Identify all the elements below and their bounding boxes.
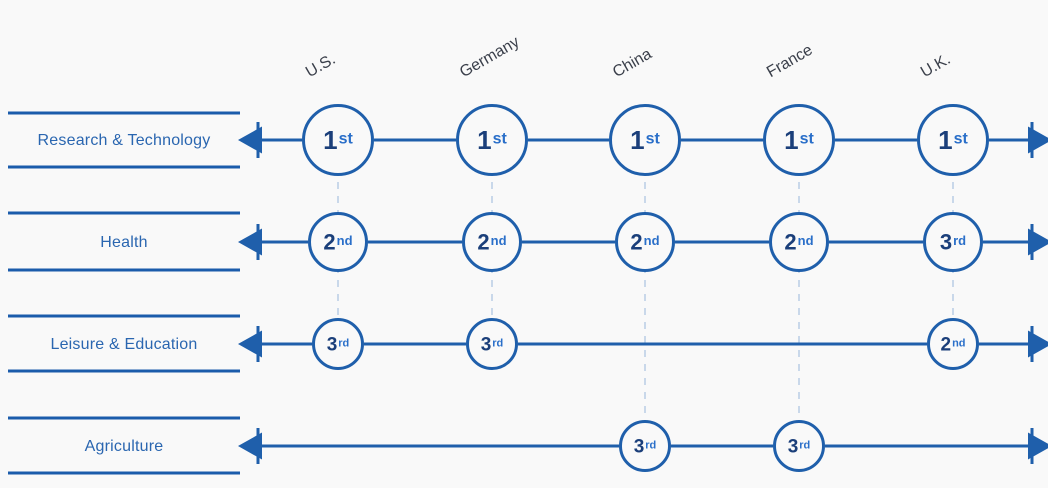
rank-marker[interactable]: 2nd	[615, 212, 675, 272]
rank-marker[interactable]: 1st	[302, 104, 374, 176]
chart-row-4: 3rd 3rd	[238, 420, 1048, 472]
rank-label: 3rd	[327, 335, 350, 356]
rank-circle	[923, 212, 983, 272]
rank-label: 2nd	[630, 230, 659, 255]
rank-circle	[312, 318, 364, 370]
chart-row-1: 1st 1st 1st 1st 1st	[238, 104, 1048, 176]
rank-label: 3rd	[634, 437, 657, 458]
rank-circle	[302, 104, 374, 176]
rank-marker[interactable]: 1st	[456, 104, 528, 176]
rank-marker[interactable]: 3rd	[773, 420, 825, 472]
rank-label: 1st	[938, 125, 968, 155]
rank-label: 3rd	[788, 437, 811, 458]
rank-circle	[462, 212, 522, 272]
rank-circle	[763, 104, 835, 176]
rank-label: 1st	[784, 125, 814, 155]
rank-label: 3rd	[481, 335, 504, 356]
chart-row-3: 3rd 3rd 2nd	[238, 318, 1048, 370]
rank-label: 2nd	[940, 335, 965, 356]
rank-circle	[773, 420, 825, 472]
rank-marker[interactable]: 1st	[609, 104, 681, 176]
rank-circle	[927, 318, 979, 370]
rank-marker[interactable]: 2nd	[927, 318, 979, 370]
chart-row-2: 2nd 2nd 2nd 2nd 3rd	[238, 212, 1048, 272]
rank-label: 2nd	[477, 230, 506, 255]
rank-marker[interactable]: 2nd	[769, 212, 829, 272]
rank-marker[interactable]: 2nd	[462, 212, 522, 272]
rank-circle	[619, 420, 671, 472]
rank-circle	[466, 318, 518, 370]
rank-circle	[615, 212, 675, 272]
rank-label: 3rd	[940, 230, 966, 255]
row-label-1: Research & Technology	[37, 131, 211, 149]
rank-marker[interactable]: 3rd	[312, 318, 364, 370]
row-label-2: Health	[100, 233, 148, 251]
row-label-3: Leisure & Education	[50, 335, 198, 353]
rank-circle	[769, 212, 829, 272]
rank-marker[interactable]: 3rd	[619, 420, 671, 472]
row-label-4: Agriculture	[84, 437, 164, 455]
rank-marker[interactable]: 3rd	[466, 318, 518, 370]
rank-label: 1st	[323, 125, 353, 155]
rank-marker[interactable]: 3rd	[923, 212, 983, 272]
rank-circle	[456, 104, 528, 176]
rank-label: 2nd	[784, 230, 813, 255]
rank-circle	[308, 212, 368, 272]
rank-label: 1st	[477, 125, 507, 155]
rank-marker[interactable]: 1st	[917, 104, 989, 176]
rank-marker[interactable]: 1st	[763, 104, 835, 176]
rank-circle	[917, 104, 989, 176]
rank-marker[interactable]: 2nd	[308, 212, 368, 272]
rank-label: 2nd	[323, 230, 352, 255]
rank-circle	[609, 104, 681, 176]
rank-label: 1st	[630, 125, 660, 155]
